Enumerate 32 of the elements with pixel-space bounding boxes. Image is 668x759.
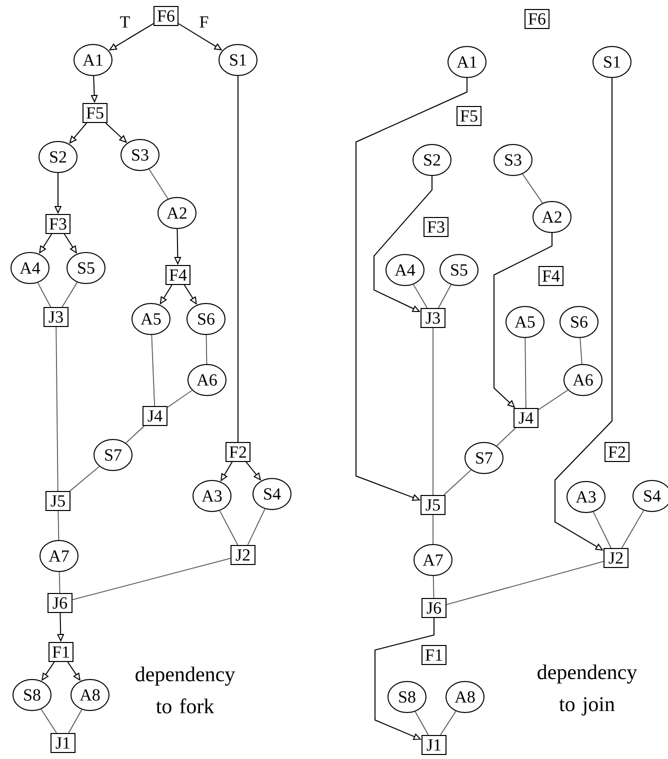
arrow bbox=[494, 232, 552, 408]
fork-join-box: J6 bbox=[48, 593, 72, 613]
fork-join-box: F4 bbox=[538, 266, 564, 286]
fork-join-box: J3 bbox=[420, 308, 446, 328]
fork-join-box: J3 bbox=[44, 307, 68, 327]
fork-join-box: J4 bbox=[514, 408, 538, 428]
caption-text: dependency to join bbox=[538, 664, 638, 716]
fork-join-box: J1 bbox=[422, 735, 446, 755]
fork-join-box: F1 bbox=[422, 645, 446, 665]
fork-join-box: J4 bbox=[142, 406, 168, 426]
caption-text: dependency to fork bbox=[136, 666, 236, 714]
arrow bbox=[374, 176, 432, 312]
fork-join-box: J2 bbox=[230, 545, 256, 565]
arrow bbox=[374, 618, 434, 740]
fork-join-box: J5 bbox=[420, 495, 446, 515]
fork-join-box: J6 bbox=[422, 598, 446, 618]
fork-join-box: F6 bbox=[524, 9, 550, 29]
fork-join-box: F5 bbox=[82, 103, 108, 123]
arrow bbox=[356, 78, 468, 501]
fork-join-box: F4 bbox=[166, 265, 190, 285]
fork-join-box: F2 bbox=[226, 442, 250, 462]
fork-join-box: F1 bbox=[48, 642, 74, 662]
fork-join-box: F3 bbox=[46, 214, 70, 234]
edge-label: T bbox=[120, 16, 130, 28]
fork-join-box: J5 bbox=[46, 491, 70, 511]
fork-join-box: J1 bbox=[50, 733, 76, 753]
edge-label: F bbox=[200, 16, 208, 28]
fork-join-box: F6 bbox=[154, 6, 178, 26]
fork-join-box: F2 bbox=[604, 442, 630, 462]
fork-join-box: F3 bbox=[424, 217, 448, 237]
fork-join-box: J2 bbox=[604, 548, 628, 568]
fork-join-box: F5 bbox=[456, 106, 482, 126]
